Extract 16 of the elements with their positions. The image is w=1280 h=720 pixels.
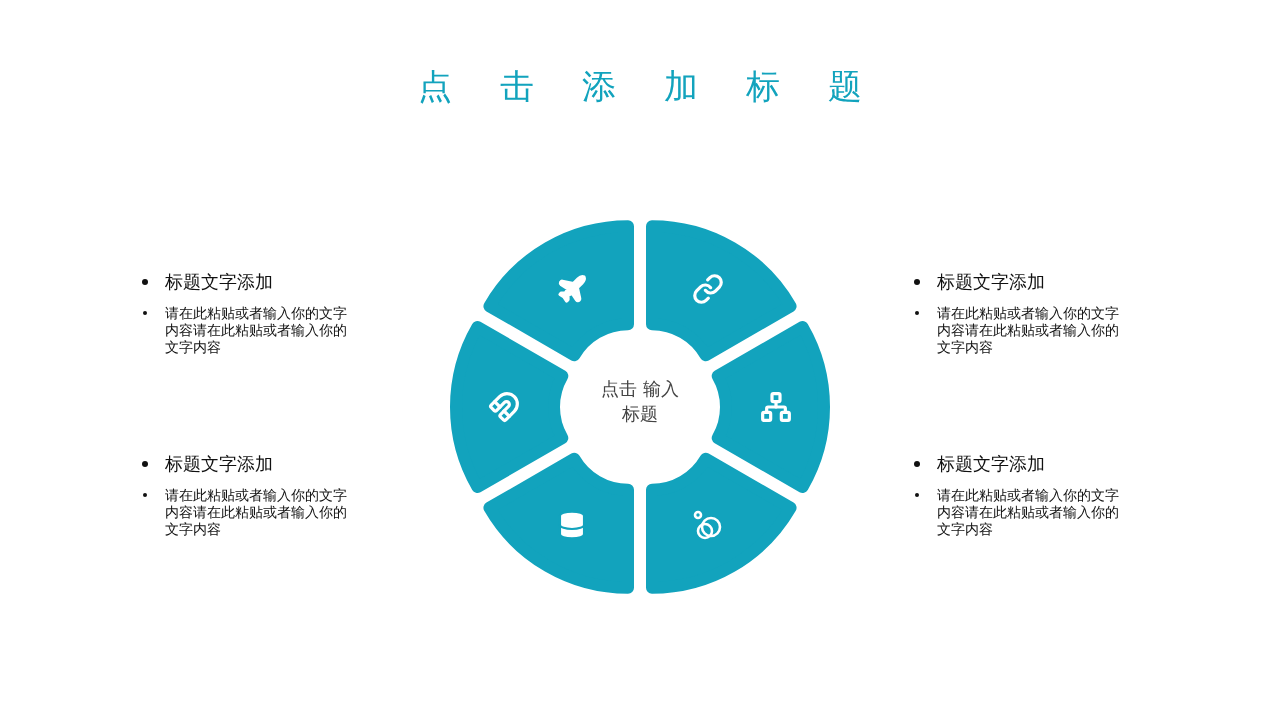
body-text: 请在此粘贴或者输入你的文字内容请在此粘贴或者输入你的文字内容	[165, 487, 348, 538]
ring-segment	[483, 452, 634, 594]
heading: 标题文字添加	[937, 270, 1045, 294]
heading: 标题文字添加	[937, 452, 1045, 476]
center-label: 点击 输入标题	[600, 377, 680, 426]
body-text: 请在此粘贴或者输入你的文字内容请在此粘贴或者输入你的文字内容	[165, 305, 348, 356]
ring-segment	[646, 452, 797, 594]
ring-segment	[646, 220, 797, 362]
ring-segment	[711, 321, 830, 493]
heading: 标题文字添加	[165, 452, 273, 476]
body-text: 请在此粘贴或者输入你的文字内容请在此粘贴或者输入你的文字内容	[937, 487, 1120, 538]
heading: 标题文字添加	[165, 270, 273, 294]
title: 点击添加标题	[417, 65, 910, 108]
body-text: 请在此粘贴或者输入你的文字内容请在此粘贴或者输入你的文字内容	[937, 305, 1120, 356]
ring-segment	[450, 321, 569, 493]
ring-segment	[483, 220, 634, 362]
